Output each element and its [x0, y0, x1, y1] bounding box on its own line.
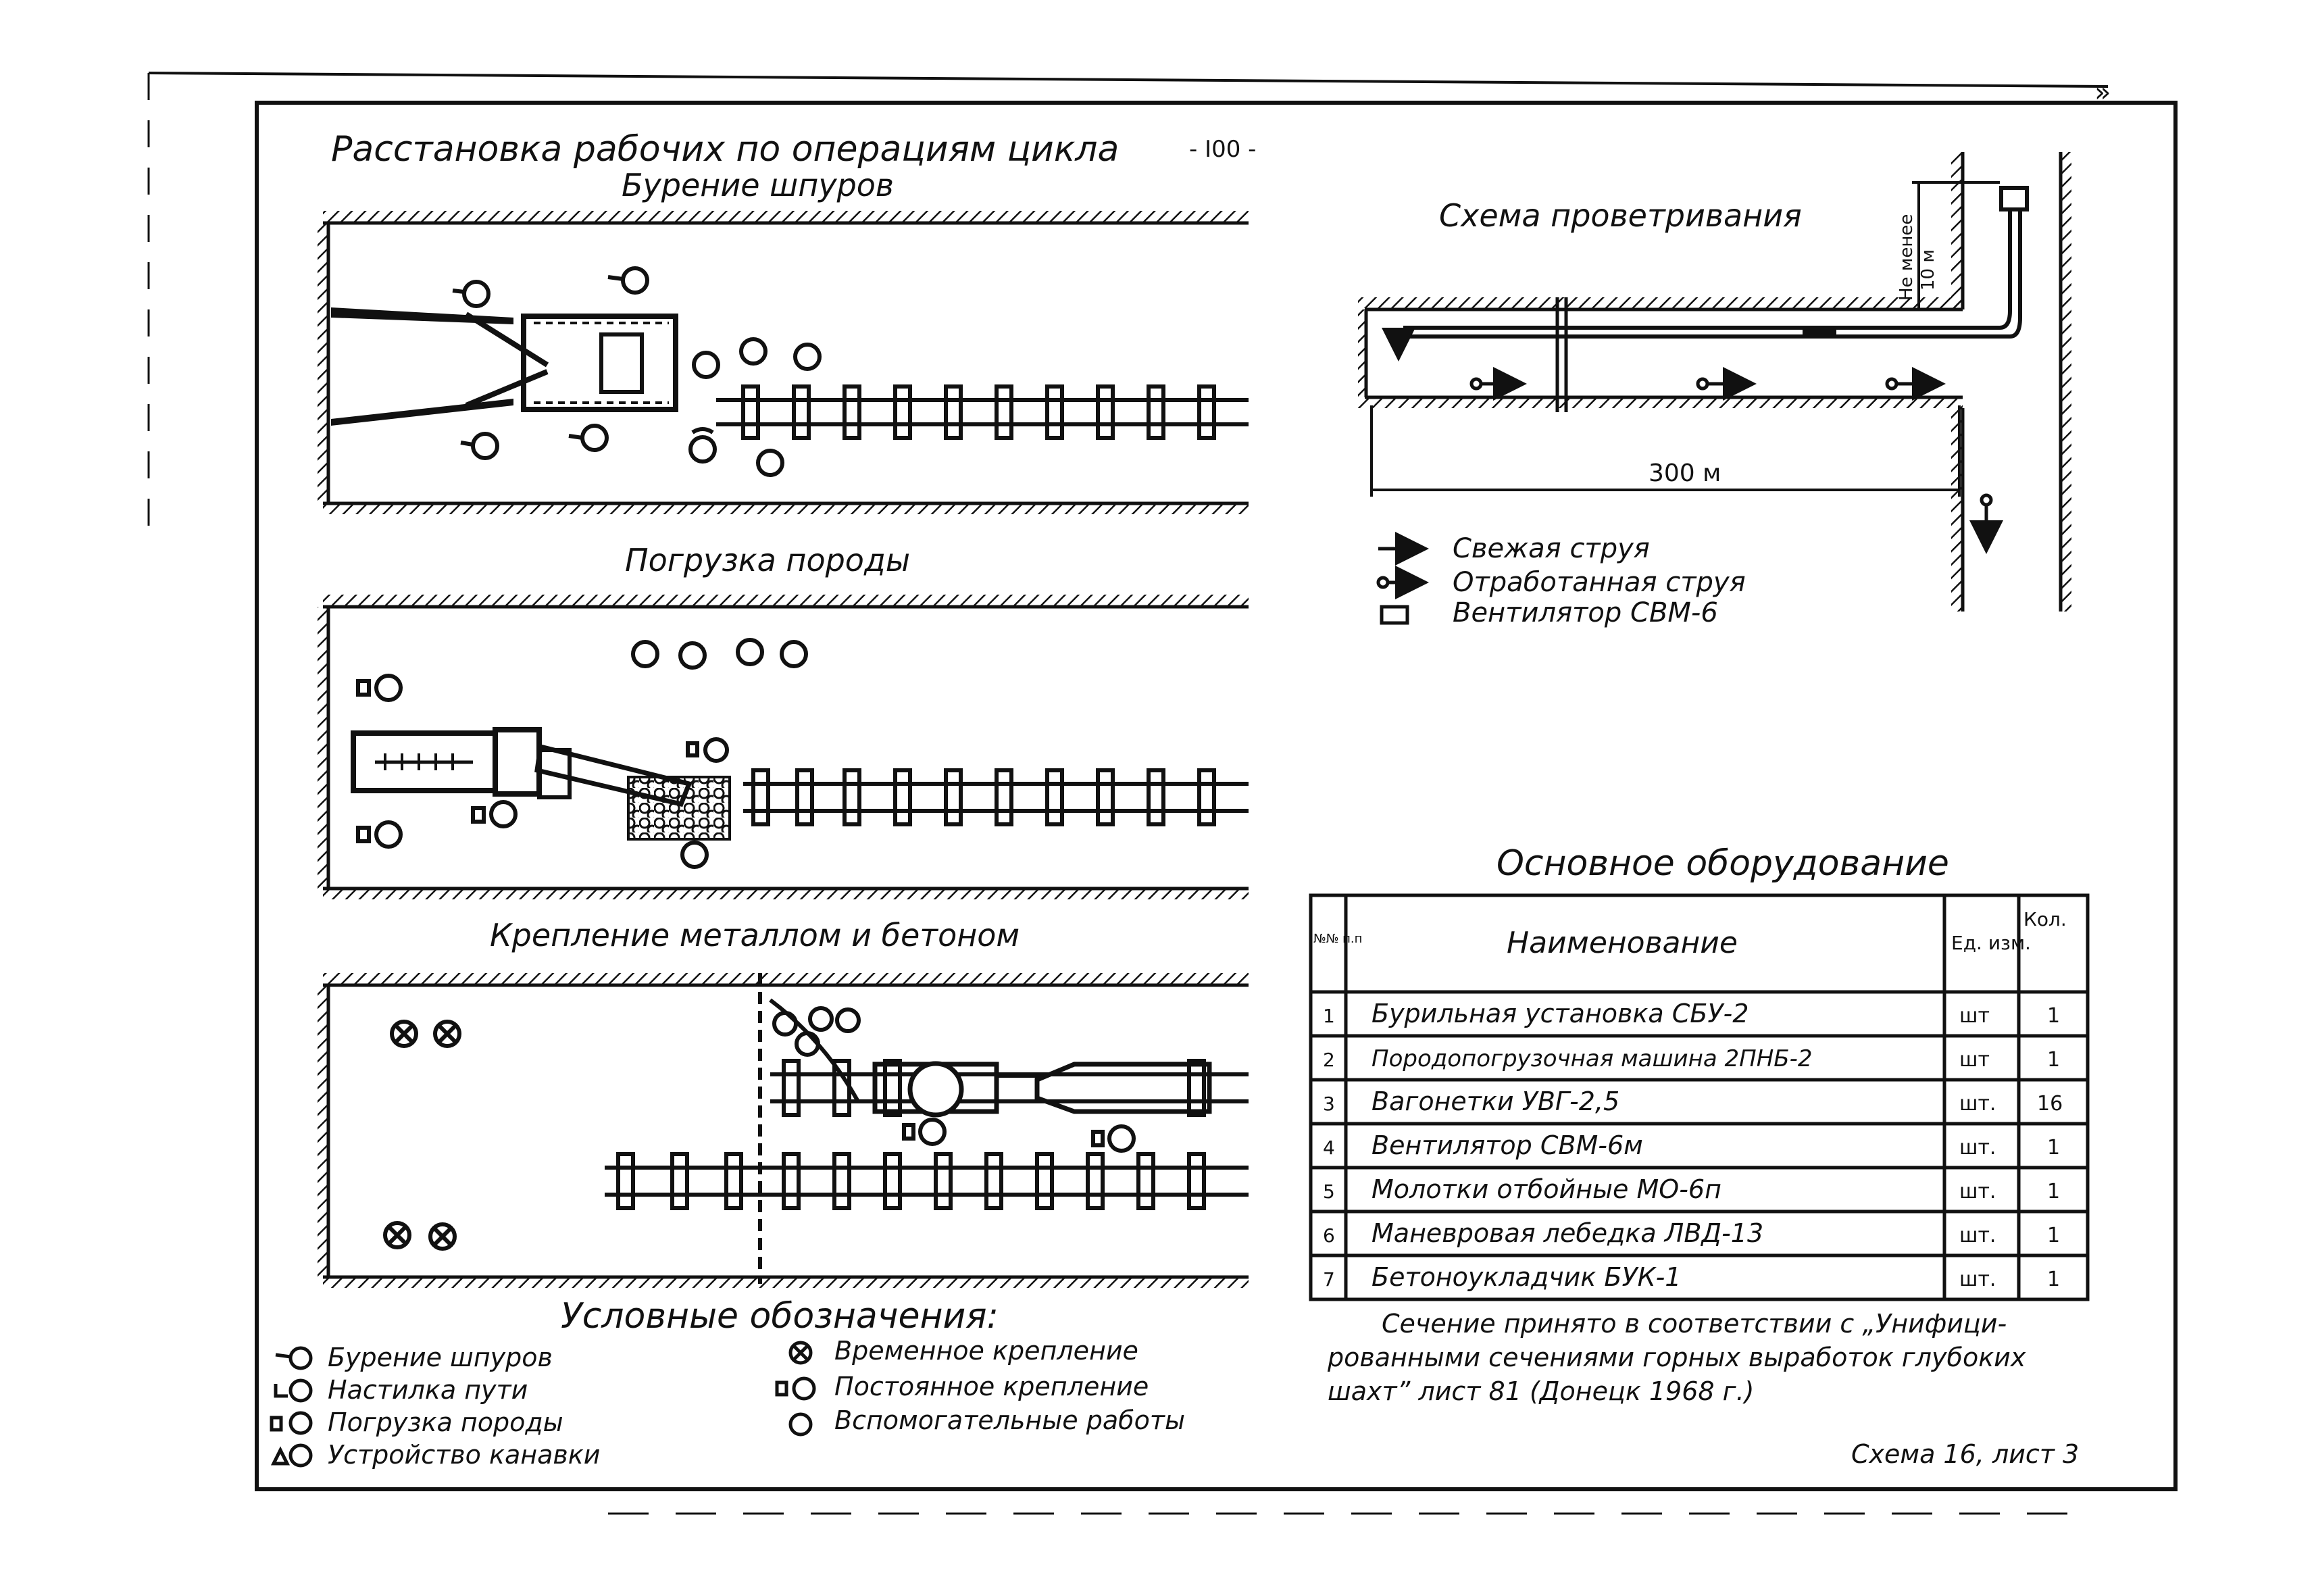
panel-title-loading: Погрузка породы [625, 542, 910, 578]
support-roof-hatch [323, 973, 1249, 984]
header-num: №№ п.п [1313, 932, 1362, 946]
support-floor-hatch [323, 1277, 1249, 1288]
row-num: 6 [1323, 1224, 1335, 1247]
legend-item-label: Настилка пути [328, 1375, 528, 1405]
fan-icon [1999, 186, 2029, 211]
row-name: Вентилятор СВМ-6м [1372, 1130, 1643, 1160]
legend-title: Условные обозначения: [561, 1296, 999, 1337]
support-face-hatch [318, 985, 328, 1277]
row-unit: шт. [1959, 1136, 1996, 1159]
rock-loader [351, 727, 731, 841]
support-workers [383, 1006, 1136, 1251]
equipment-table: №№ п.п Наименование Ед. изм. Кол. 1 Бури… [1313, 908, 2067, 1292]
ventilation-legend: Свежая струя Отработанная струя Вентилят… [1376, 532, 1746, 628]
loading-panel [318, 595, 1249, 899]
symbols-legend: Условные обозначения: Бурение шпуров Нас… [270, 1296, 1185, 1470]
legend-item-label: Устройство канавки [328, 1440, 600, 1470]
note-line: Сечение принято в соответствии с „Унифиц… [1382, 1309, 2007, 1339]
drilling-track [716, 384, 1249, 440]
support-lower-track [605, 1152, 1249, 1210]
fresh-air-label: Свежая струя [1453, 533, 1650, 564]
loading-workers [356, 638, 808, 869]
legend-item-label: Погрузка породы [328, 1407, 563, 1437]
drift-length-label: 300 м [1649, 459, 1721, 487]
legend-item-label: Временное крепление [834, 1336, 1138, 1366]
drilling-panel [318, 211, 1249, 514]
header-qty: Кол. [2023, 908, 2067, 930]
row-qty: 1 [2047, 1048, 2060, 1072]
sheet-footer: Схема 16, лист 3 [1851, 1439, 2079, 1469]
loading-face-hatch [318, 607, 328, 889]
min-distance-label-1: Не менее [1896, 214, 1917, 301]
legend-item-label: Вспомогательные работы [834, 1405, 1185, 1435]
row-qty: 1 [2047, 1180, 2060, 1203]
exhaust-air-label: Отработанная струя [1453, 567, 1746, 598]
row-qty: 1 [2047, 1136, 2060, 1159]
header-name: Наименование [1507, 926, 1738, 960]
row-unit: шт. [1959, 1180, 1996, 1203]
support-panel [318, 973, 1249, 1288]
main-frame [255, 101, 2178, 1491]
row-name: Породопогрузочная машина 2ПНБ-2 [1372, 1045, 1813, 1072]
row-num: 5 [1323, 1180, 1335, 1203]
row-num: 2 [1323, 1049, 1335, 1071]
row-qty: 16 [2037, 1092, 2063, 1116]
fan-label: Вентилятор СВМ-6 [1453, 597, 1718, 628]
row-num: 4 [1323, 1137, 1335, 1159]
outer-frame-top [148, 72, 2109, 88]
drilling-floor-hatch [323, 503, 1249, 514]
row-qty: 1 [2047, 1268, 2060, 1291]
note-line: шахт” лист 81 (Донецк 1968 г.) [1328, 1376, 1755, 1406]
sheet-title: Расстановка рабочих по операциям цикла [331, 129, 1119, 170]
legend-item-label: Бурение шпуров [328, 1343, 553, 1372]
drilling-roof-hatch [323, 211, 1249, 222]
row-unit: шт. [1959, 1092, 1996, 1116]
loading-floor-hatch [323, 889, 1249, 899]
loading-track [743, 768, 1249, 826]
row-num: 3 [1323, 1093, 1335, 1115]
equipment-section: Основное оборудование №№ п.п Наименовани… [1309, 843, 2090, 1406]
min-distance-label-2: 10 м [1918, 249, 1938, 291]
row-unit: шт. [1959, 1224, 1996, 1247]
loading-roof-hatch [323, 595, 1249, 605]
drilling-face-hatch [318, 223, 328, 503]
equipment-table-grid [1309, 893, 2090, 1301]
note-line: рованными сечениями горных выработок глу… [1327, 1343, 2026, 1372]
row-name: Молотки отбойные МО-6п [1372, 1174, 1721, 1204]
row-unit: шт [1959, 1004, 1990, 1028]
row-qty: 1 [2047, 1004, 2060, 1028]
legend-item-label: Постоянное крепление [834, 1372, 1149, 1401]
exhaust-flow-arrows [1469, 367, 2003, 554]
drilling-workers [452, 266, 822, 477]
row-name: Бурильная установка СБУ-2 [1372, 999, 1749, 1028]
equipment-title: Основное оборудование [1496, 843, 1949, 884]
panel-title-support: Крепление металлом и бетоном [490, 917, 1020, 953]
panel-title-drilling: Бурение шпуров [622, 167, 894, 203]
page-number: - I00 - [1189, 136, 1256, 163]
support-upper-track [770, 1059, 1249, 1117]
row-num: 7 [1323, 1268, 1335, 1291]
row-name: Вагонетки УВГ-2,5 [1372, 1087, 1619, 1116]
fan-legend-icon [1380, 605, 1409, 625]
row-name: Бетоноукладчик БУК-1 [1372, 1262, 1682, 1292]
header-unit: Ед. изм. [1951, 932, 2031, 954]
row-unit: шт [1959, 1048, 1990, 1072]
row-num: 1 [1323, 1005, 1335, 1027]
row-qty: 1 [2047, 1224, 2060, 1247]
ventilation-title: Схема проветривания [1439, 197, 1802, 234]
ventilation-schema: Схема проветривания [1358, 152, 2071, 628]
row-name: Маневровая лебедка ЛВД-13 [1372, 1218, 1763, 1248]
drill-rig [331, 307, 678, 426]
row-unit: шт. [1959, 1268, 1996, 1291]
